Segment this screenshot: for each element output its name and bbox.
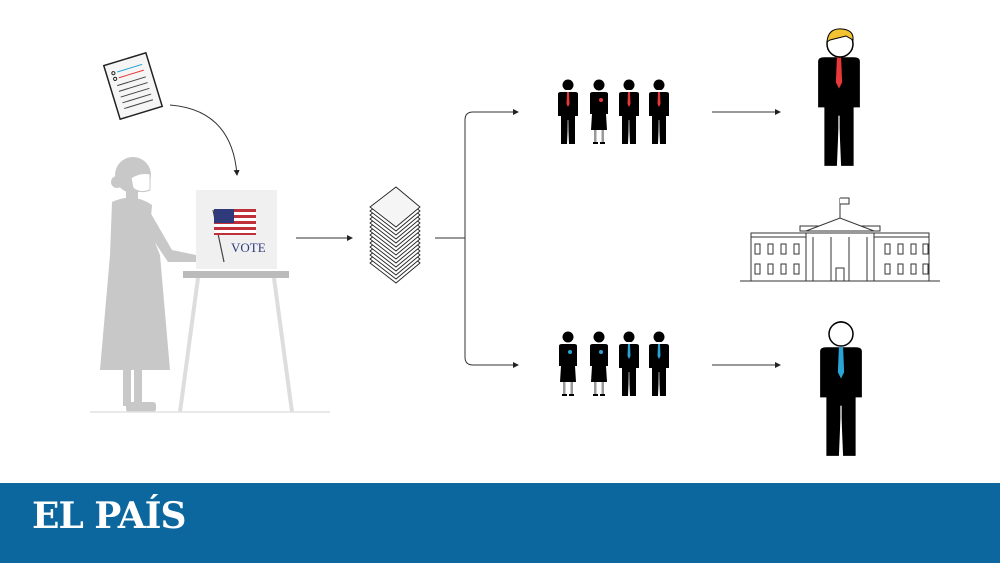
republican-electors	[558, 79, 669, 144]
window	[922, 263, 929, 275]
voter-figure	[100, 157, 196, 412]
ballot-sheet	[369, 186, 421, 228]
window	[910, 243, 917, 255]
footer-bar: EL PAÍS	[0, 483, 1000, 563]
branch-arrows	[435, 109, 781, 368]
window	[754, 263, 761, 275]
window	[754, 243, 761, 255]
window	[884, 263, 891, 275]
us-flag-icon	[212, 209, 256, 263]
window	[793, 243, 800, 255]
voting-booth: VOTE	[178, 190, 294, 413]
ballot-paper-icon	[102, 51, 164, 121]
window	[884, 243, 891, 255]
white-house-icon	[740, 197, 940, 282]
arrow-to-booth	[169, 104, 240, 176]
window	[767, 243, 774, 255]
republican-candidate	[818, 28, 860, 166]
window	[897, 263, 904, 275]
electoral-process-illustration: VOTE	[90, 28, 940, 456]
window	[793, 263, 800, 275]
window	[910, 263, 917, 275]
window	[767, 263, 774, 275]
window	[922, 243, 929, 255]
vote-label: VOTE	[231, 240, 266, 255]
ballot-stack-icon	[369, 186, 421, 284]
window	[780, 243, 787, 255]
window	[780, 263, 787, 275]
democrat-candidate	[820, 321, 862, 456]
democrat-electors	[559, 331, 669, 396]
window	[897, 243, 904, 255]
el-pais-logo[interactable]: EL PAÍS	[32, 495, 187, 537]
